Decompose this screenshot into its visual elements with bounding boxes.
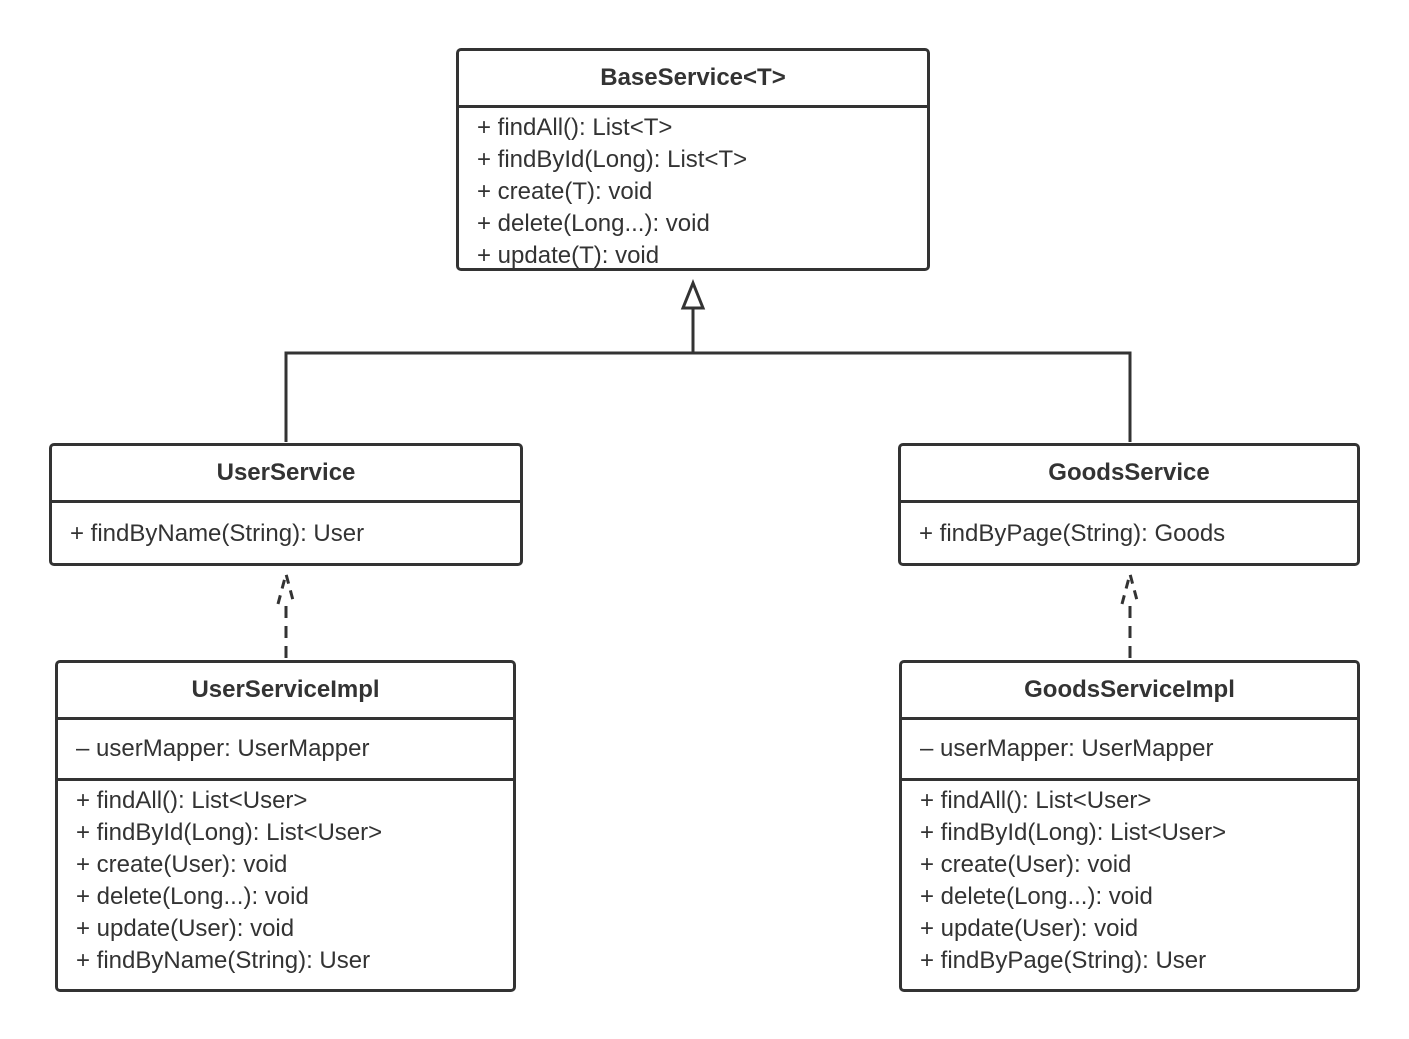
operation: + create(T): void: [477, 178, 653, 205]
attribute: – userMapper: UserMapper: [920, 735, 1214, 762]
class-title: UserService: [52, 446, 520, 503]
operation: + findByPage(String): Goods: [919, 519, 1226, 547]
operation: + findByName(String): User: [70, 519, 365, 547]
operation: + findAll(): List<User>: [76, 787, 308, 814]
attribute: – userMapper: UserMapper: [76, 735, 370, 762]
operation: + findByPage(String): User: [920, 947, 1207, 974]
class-user-service-impl[interactable]: UserServiceImpl – userMapper: UserMapper…: [55, 660, 516, 992]
generalization-connector: [284, 308, 1132, 442]
class-title: GoodsServiceImpl: [902, 663, 1357, 720]
realization-arrowhead-user: [276, 568, 296, 605]
operation: + delete(Long...): void: [76, 883, 309, 910]
operation: + create(User): void: [76, 851, 288, 878]
operations-section: + findByName(String): User: [52, 503, 520, 563]
operation: + findById(Long): List<User>: [76, 819, 383, 846]
attributes-section: – userMapper: UserMapper: [902, 720, 1357, 781]
operations-section: + findByPage(String): Goods: [901, 503, 1357, 563]
operation: + findById(Long): List<User>: [920, 819, 1227, 846]
attributes-section: – userMapper: UserMapper: [58, 720, 513, 781]
class-title: BaseService<T>: [459, 51, 927, 108]
realization-arrowhead-goods: [1120, 568, 1140, 605]
class-goods-service[interactable]: GoodsService + findByPage(String): Goods: [898, 443, 1360, 566]
operations-section: + findAll(): List<User> + findById(Long)…: [902, 781, 1357, 977]
operation: + findById(Long): List<T>: [477, 146, 748, 173]
generalization-arrowhead: [680, 278, 706, 310]
class-user-service[interactable]: UserService + findByName(String): User: [49, 443, 523, 566]
operations-section: + findAll(): List<User> + findById(Long)…: [58, 781, 513, 977]
operation: + update(User): void: [76, 915, 295, 942]
class-title: UserServiceImpl: [58, 663, 513, 720]
operation: + update(T): void: [477, 242, 660, 269]
operation: + findAll(): List<T>: [477, 114, 673, 141]
operation: + create(User): void: [920, 851, 1132, 878]
class-base-service[interactable]: BaseService<T> + findAll(): List<T> + fi…: [456, 48, 930, 271]
operation: + update(User): void: [920, 915, 1139, 942]
class-goods-service-impl[interactable]: GoodsServiceImpl – userMapper: UserMappe…: [899, 660, 1360, 992]
operations-section: + findAll(): List<T> + findById(Long): L…: [459, 108, 927, 269]
operation: + delete(Long...): void: [477, 210, 710, 237]
operation: + findByName(String): User: [76, 947, 371, 974]
operation: + delete(Long...): void: [920, 883, 1153, 910]
operation: + findAll(): List<User>: [920, 787, 1152, 814]
class-title: GoodsService: [901, 446, 1357, 503]
